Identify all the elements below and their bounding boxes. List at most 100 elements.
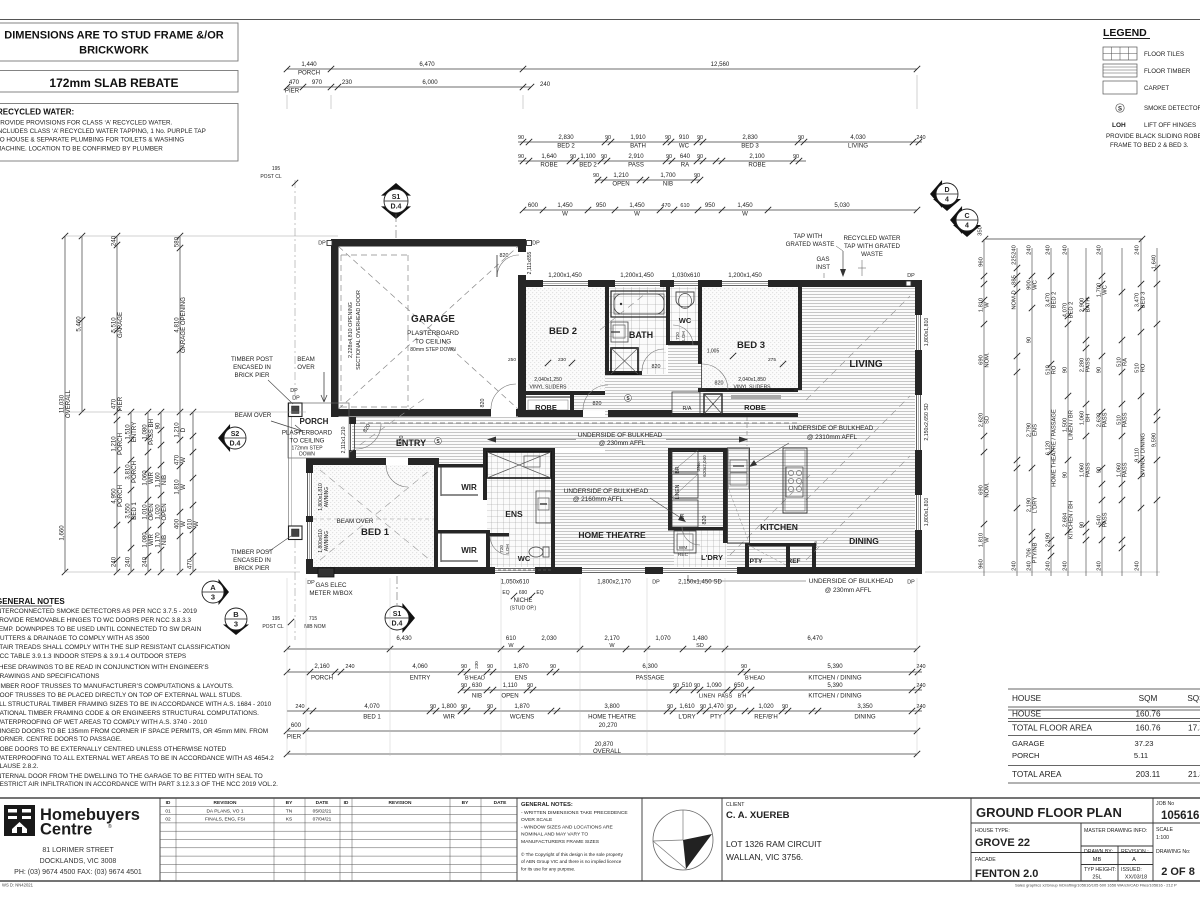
svg-text:1,610: 1,610 — [679, 703, 695, 710]
svg-text:1,070: 1,070 — [655, 635, 671, 642]
svg-text:820: 820 — [500, 253, 509, 259]
svg-text:90: 90 — [1096, 467, 1102, 473]
svg-text:UNDERSIDE OF BULKHEAD: UNDERSIDE OF BULKHEAD — [809, 578, 894, 585]
svg-text:BED 2: BED 2 — [557, 143, 575, 150]
svg-text:1,200x1,450: 1,200x1,450 — [548, 272, 582, 279]
svg-text:400: 400 — [173, 518, 180, 529]
svg-text:2,111x1,210: 2,111x1,210 — [341, 426, 347, 453]
svg-text:FLOOR TIMBER: FLOOR TIMBER — [1144, 68, 1191, 75]
svg-text:105616: 105616 — [1161, 810, 1199, 822]
svg-text:TOTAL FLOOR AREA: TOTAL FLOOR AREA — [1012, 724, 1092, 733]
svg-text:LOH: LOH — [1112, 122, 1126, 129]
svg-text:6,120: 6,120 — [1045, 441, 1051, 456]
svg-text:BH: BH — [1086, 414, 1092, 422]
svg-text:4,070: 4,070 — [364, 703, 380, 710]
svg-text:MACHINE. LOCATION TO BE CONFIR: MACHINE. LOCATION TO BE CONFIRMED BY PLU… — [0, 145, 163, 152]
svg-text:2 OF 8: 2 OF 8 — [1161, 866, 1195, 878]
svg-text:REVISION: REVISION — [389, 800, 412, 806]
svg-text:17.3: 17.3 — [1188, 724, 1200, 733]
svg-text:9,590: 9,590 — [1151, 433, 1157, 448]
svg-text:S: S — [626, 396, 630, 402]
svg-text:240: 240 — [916, 664, 925, 670]
svg-text:@ 2160mm AFFL: @ 2160mm AFFL — [573, 496, 624, 503]
svg-text:BED 3: BED 3 — [741, 143, 759, 150]
svg-text:07/04/21: 07/04/21 — [313, 817, 332, 823]
svg-text:1,090: 1,090 — [706, 682, 722, 689]
svg-text:HINGED DOORS TO BE 135mm FROM: HINGED DOORS TO BE 135mm FROM CORNER IF … — [0, 728, 268, 735]
svg-text:BED 2: BED 2 — [579, 162, 597, 169]
svg-text:TIMBER POST: TIMBER POST — [231, 356, 273, 363]
svg-text:NOM.: NOM. — [985, 352, 991, 368]
svg-text:1,440: 1,440 — [301, 61, 317, 68]
svg-text:240: 240 — [1045, 561, 1051, 571]
svg-text:90: 90 — [700, 704, 706, 710]
svg-text:1,160: 1,160 — [154, 472, 161, 488]
svg-text:JOB No: JOB No — [1156, 801, 1174, 807]
svg-text:ID: ID — [166, 800, 171, 806]
svg-text:820: 820 — [399, 436, 405, 445]
svg-text:195: 195 — [272, 616, 281, 622]
svg-text:ID: ID — [344, 800, 349, 806]
svg-text:ISSUED:: ISSUED: — [1121, 867, 1142, 873]
svg-text:VINYL SLIDERS: VINYL SLIDERS — [529, 385, 567, 391]
svg-text:12,560: 12,560 — [711, 61, 730, 68]
svg-text:240: 240 — [1062, 245, 1068, 255]
svg-text:D.4: D.4 — [391, 203, 402, 210]
svg-text:510: 510 — [1116, 415, 1122, 425]
svg-text:BEAM: BEAM — [297, 356, 315, 363]
svg-text:DA PLANS, VO 1: DA PLANS, VO 1 — [206, 808, 243, 814]
svg-text:PASS BH: PASS BH — [148, 419, 155, 445]
svg-text:820: 820 — [480, 399, 486, 408]
svg-text:GAS ELEC: GAS ELEC — [316, 582, 347, 589]
svg-text:4,950: 4,950 — [110, 488, 117, 504]
svg-text:RO: RO — [1052, 365, 1058, 374]
svg-text:230: 230 — [474, 661, 479, 669]
svg-text:TYP HEIGHT:: TYP HEIGHT: — [1084, 867, 1116, 873]
svg-text:WC: WC — [518, 554, 531, 563]
svg-text:WC/ENS: WC/ENS — [510, 714, 534, 721]
svg-text:PH: (03) 9674 4500 FAX: (03: PH: (03) 9674 4500 FAX: (03) 9674 4501 — [14, 869, 142, 876]
svg-text:DRAWING No:: DRAWING No: — [1156, 849, 1190, 855]
svg-text:2,170: 2,170 — [604, 635, 620, 642]
svg-text:S1: S1 — [392, 194, 401, 201]
svg-text:2,111x855: 2,111x855 — [527, 251, 533, 274]
svg-text:UNDERSIDE OF BULKHEAD: UNDERSIDE OF BULKHEAD — [578, 432, 663, 439]
svg-text:VINYL SLIDERS: VINYL SLIDERS — [733, 385, 771, 391]
svg-text:BATH: BATH — [629, 330, 653, 340]
svg-text:1,450: 1,450 — [629, 202, 645, 209]
svg-text:BED 3: BED 3 — [737, 340, 765, 351]
svg-text:3,470: 3,470 — [1134, 293, 1140, 308]
svg-text:B'HEAD: B'HEAD — [465, 676, 485, 682]
svg-text:PASS: PASS — [1103, 412, 1109, 427]
svg-text:1,800: 1,800 — [441, 703, 457, 710]
svg-text:WATERPROOFING TO ALL EXTERNAL: WATERPROOFING TO ALL EXTERNAL WET AREAS … — [0, 755, 274, 762]
svg-text:OVER SCALE: OVER SCALE — [521, 817, 553, 823]
svg-text:DP: DP — [292, 396, 300, 402]
svg-text:TIMBER POST: TIMBER POST — [231, 549, 273, 556]
svg-text:THESE DRAWINGS TO BE READ IN C: THESE DRAWINGS TO BE READ IN CONJUNCTION… — [0, 664, 209, 671]
svg-text:HOUSE TYPE:: HOUSE TYPE: — [975, 828, 1010, 834]
svg-text:620x2,040: 620x2,040 — [702, 455, 707, 477]
svg-text:B'H: B'H — [738, 694, 747, 700]
svg-text:240: 240 — [540, 81, 551, 88]
svg-text:DATE: DATE — [494, 800, 508, 806]
svg-text:TO CEILING: TO CEILING — [415, 339, 451, 346]
svg-text:720: 720 — [675, 332, 680, 340]
svg-text:DP: DP — [307, 580, 315, 586]
svg-text:BED 2: BED 2 — [549, 326, 577, 337]
svg-text:LINEN: LINEN — [675, 484, 681, 499]
svg-text:2,160: 2,160 — [314, 663, 330, 670]
svg-text:RECYCLED WATER: RECYCLED WATER — [843, 235, 901, 242]
svg-text:TO CEILING: TO CEILING — [290, 438, 325, 445]
svg-text:4: 4 — [965, 222, 969, 229]
svg-text:DATE: DATE — [316, 800, 330, 806]
svg-text:NOM D: NOM D — [1011, 290, 1017, 309]
svg-text:510: 510 — [1134, 363, 1140, 373]
svg-text:NIB NOM: NIB NOM — [304, 624, 325, 630]
svg-text:NIB: NIB — [472, 693, 482, 700]
svg-text:PROVIDE REMOVABLE HINGES TO WC: PROVIDE REMOVABLE HINGES TO WC DOORS PER… — [0, 617, 191, 624]
svg-text:@ 230mm AFFL: @ 230mm AFFL — [825, 587, 872, 594]
svg-text:CORNER. CENTRE DOORS TO PASSAG: CORNER. CENTRE DOORS TO PASSAGE. — [0, 736, 122, 743]
svg-text:240: 240 — [1026, 561, 1032, 571]
svg-text:BR: BR — [680, 513, 686, 520]
